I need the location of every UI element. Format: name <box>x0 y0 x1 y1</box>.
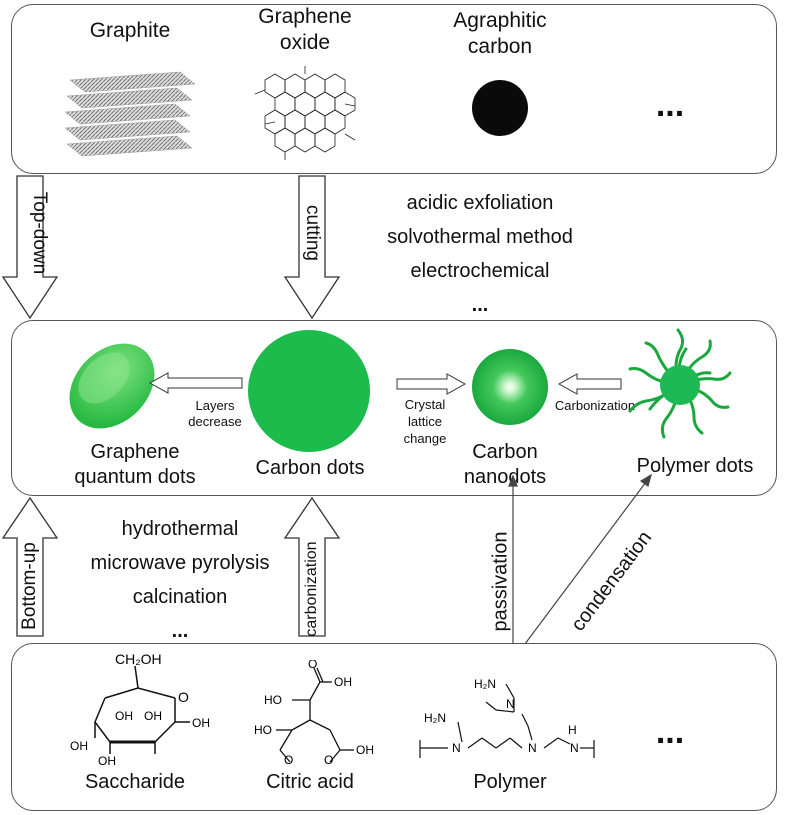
graphene-oxide-structure <box>254 66 356 160</box>
method-more-bottom: ... <box>171 620 189 642</box>
carbonization-up-label: carbonization <box>303 541 320 637</box>
bottom-up-label: Bottom-up <box>19 542 40 630</box>
graphene-quantum-dot-image <box>69 343 155 429</box>
method-calcination: calcination <box>132 586 228 608</box>
graphene-oxide-label: Graphene oxide <box>250 4 360 57</box>
carbonization-label: Carbonization <box>554 398 636 413</box>
citric-o-2: O <box>284 753 293 765</box>
passivation-condensation-arrows <box>508 473 652 661</box>
ring-oxygen-atom: O <box>178 689 189 705</box>
citric-o-1: O <box>308 660 317 671</box>
citric-o-3: O <box>324 753 333 765</box>
top-methods-list: acidic exfoliation solvothermal method e… <box>360 186 600 322</box>
poly-n-1: N <box>452 741 461 755</box>
crystal-lattice-label: Crystal lattice change <box>385 397 465 448</box>
agraphitic-carbon-sphere <box>472 80 528 136</box>
method-hydrothermal: hydrothermal <box>121 518 239 540</box>
layers-line1: Layers <box>195 398 235 413</box>
agraphitic-line1: Agraphitic <box>453 9 547 32</box>
crystal-line2: lattice <box>408 413 442 429</box>
carbon-nanodots-line1: Carbon <box>472 441 538 463</box>
gqd-line2: quantum dots <box>74 466 196 488</box>
crystal-line1: Crystal <box>404 397 446 412</box>
citric-oh-2: OH <box>356 743 374 757</box>
citric-ho-1: HO <box>264 693 282 707</box>
citric-ho-2: HO <box>254 723 272 737</box>
poly-n-top: N <box>506 697 515 711</box>
citric-acid-label: Citric acid <box>266 771 354 793</box>
crystal-line3: change <box>403 430 447 446</box>
carbon-nanodots-line2: nanodots <box>463 466 547 488</box>
graphene-quantum-dots-label: Graphene quantum dots <box>50 440 220 490</box>
top-more-ellipsis: ... <box>655 86 685 124</box>
layers-line2: decrease <box>188 414 242 430</box>
carbonization-arrow <box>557 373 622 395</box>
carbon-nanodots-label: Carbon nanodots <box>445 440 565 490</box>
graphene-oxide-line2: oxide <box>279 31 331 55</box>
agraphitic-carbon-label: Agraphitic carbon <box>445 8 555 61</box>
oh-atom-4: OH <box>98 754 116 765</box>
cutting-label: cutting <box>302 205 323 261</box>
method-solvothermal: solvothermal method <box>387 226 573 248</box>
carbon-dots-sphere <box>248 330 370 452</box>
graphite-label: Graphite <box>89 19 171 42</box>
crystal-lattice-arrow <box>396 373 467 395</box>
passivation-label: passivation <box>489 531 512 632</box>
poly-n-2: N <box>528 741 537 755</box>
graphite-image <box>64 71 196 157</box>
citric-acid-structure: OH O HO HO OH O O <box>254 660 374 765</box>
carbon-nanodot-image <box>472 349 548 425</box>
bottom-methods-list: hydrothermal microwave pyrolysis calcina… <box>60 512 300 648</box>
method-microwave-pyrolysis: microwave pyrolysis <box>90 552 270 574</box>
poly-h: H <box>568 723 577 737</box>
layers-decrease-arrow <box>148 372 243 394</box>
ch2oh-atom: CH₂OH <box>115 651 162 667</box>
saccharide-structure: CH₂OH O OH OH OH OH OH <box>70 651 210 765</box>
bottom-up-arrow <box>1 496 59 637</box>
oh-atom-3: OH <box>70 739 88 753</box>
citric-oh-1: OH <box>334 675 352 689</box>
polymer-label: Polymer <box>473 771 547 793</box>
poly-h2n-left: H₂N <box>424 711 446 725</box>
bottom-panel <box>11 643 777 811</box>
top-down-arrow <box>1 175 59 320</box>
oh-atom-1: OH <box>115 709 133 723</box>
polymer-dots-label: Polymer dots <box>636 455 754 477</box>
method-acidic-exfoliation: acidic exfoliation <box>406 192 554 214</box>
layers-decrease-label: Layers decrease <box>170 398 260 431</box>
oh-atom-5: OH <box>192 716 210 730</box>
graphene-oxide-line1: Graphene <box>258 5 352 28</box>
oh-atom-2: OH <box>144 709 162 723</box>
poly-n-3: N <box>570 741 579 755</box>
carbon-dots-label: Carbon dots <box>255 457 365 479</box>
gqd-line1: Graphene <box>90 441 180 463</box>
poly-h2n-top: H₂N <box>474 677 496 691</box>
bottom-more-ellipsis: ... <box>655 713 685 751</box>
agraphitic-line2: carbon <box>467 35 533 59</box>
saccharide-label: Saccharide <box>84 771 186 793</box>
carbonization-up-arrow <box>283 496 341 637</box>
method-electrochemical: electrochemical <box>410 260 550 282</box>
top-down-label: Top-down <box>29 191 50 275</box>
method-more: ... <box>471 294 489 316</box>
polymer-structure: H₂N N H₂N N N N H <box>419 677 595 758</box>
cutting-arrow <box>283 175 341 320</box>
polymer-dot-image <box>628 328 732 439</box>
